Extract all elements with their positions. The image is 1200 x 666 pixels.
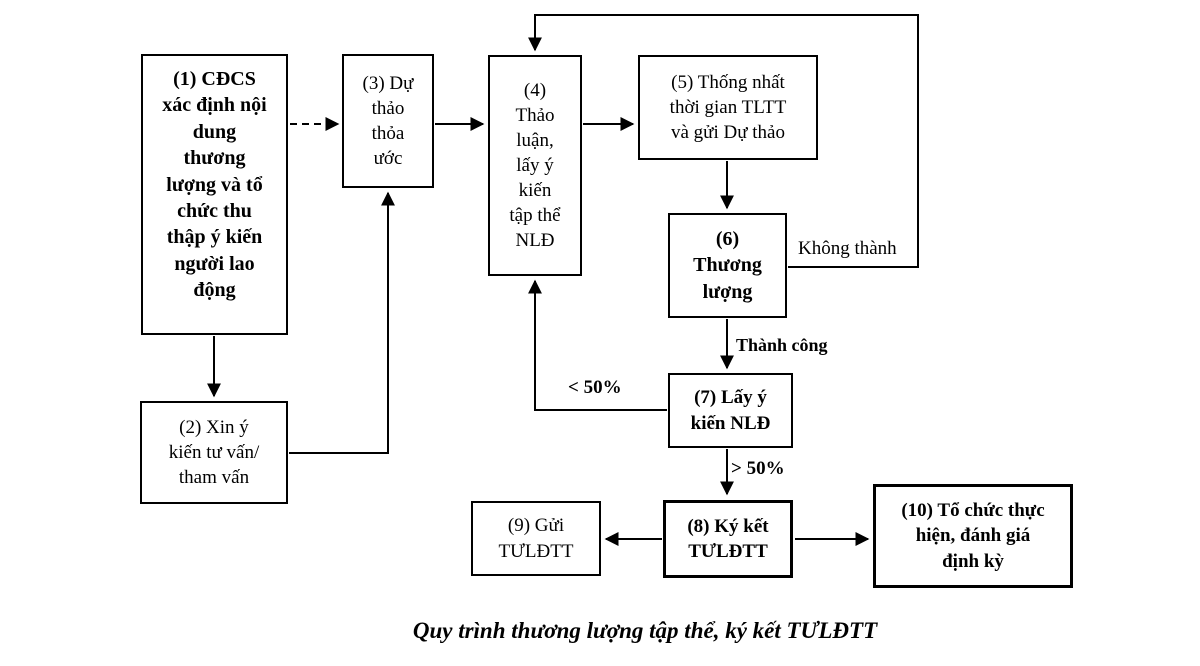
arrow-step2-to-step3 bbox=[289, 191, 395, 454]
step-box-4-thao-luan-lay-y-kien: (4) Thảo luận, lấy ý kiến tập thể NLĐ bbox=[488, 55, 582, 276]
step-box-3-du-thao-thoa-uoc: (3) Dự thảo thỏa ước bbox=[342, 54, 434, 188]
step-box-8-ky-ket-tuldtt: (8) Ký kết TƯLĐTT bbox=[663, 500, 793, 578]
step-box-6-thuong-luong: (6) Thương lượng bbox=[668, 213, 787, 318]
edge-label-thanh-cong: Thành công bbox=[736, 335, 828, 355]
step-box-9-gui-tuldtt: (9) Gửi TƯLĐTT bbox=[471, 501, 601, 576]
step-box-10-to-chuc-thuc-hien: (10) Tổ chức thực hiện, đánh giá định kỳ bbox=[873, 484, 1073, 588]
edge-label-lt-50: < 50% bbox=[568, 377, 622, 398]
arrow-step7-lt50-loop-to-step4 bbox=[528, 279, 667, 411]
edge-label-khong-thanh: Không thành bbox=[798, 238, 897, 259]
diagram-caption: Quy trình thương lượng tập thể, ký kết T… bbox=[412, 618, 878, 643]
step-box-5-thong-nhat-thoi-gian: (5) Thống nhất thời gian TLTT và gửi Dự … bbox=[638, 55, 818, 160]
step-box-2-xin-y-kien-tu-van: (2) Xin ý kiến tư vấn/ tham vấn bbox=[140, 401, 288, 504]
arrow-step6-khong-thanh-loop-to-step4 bbox=[528, 14, 919, 268]
edge-label-gt-50: > 50% bbox=[731, 458, 785, 479]
step-box-1-cdcs-xac-dinh-noi-dung: (1) CĐCS xác định nội dung thương lượng … bbox=[141, 54, 288, 335]
step-box-7-lay-y-kien-nld: (7) Lấy ý kiến NLĐ bbox=[668, 373, 793, 448]
